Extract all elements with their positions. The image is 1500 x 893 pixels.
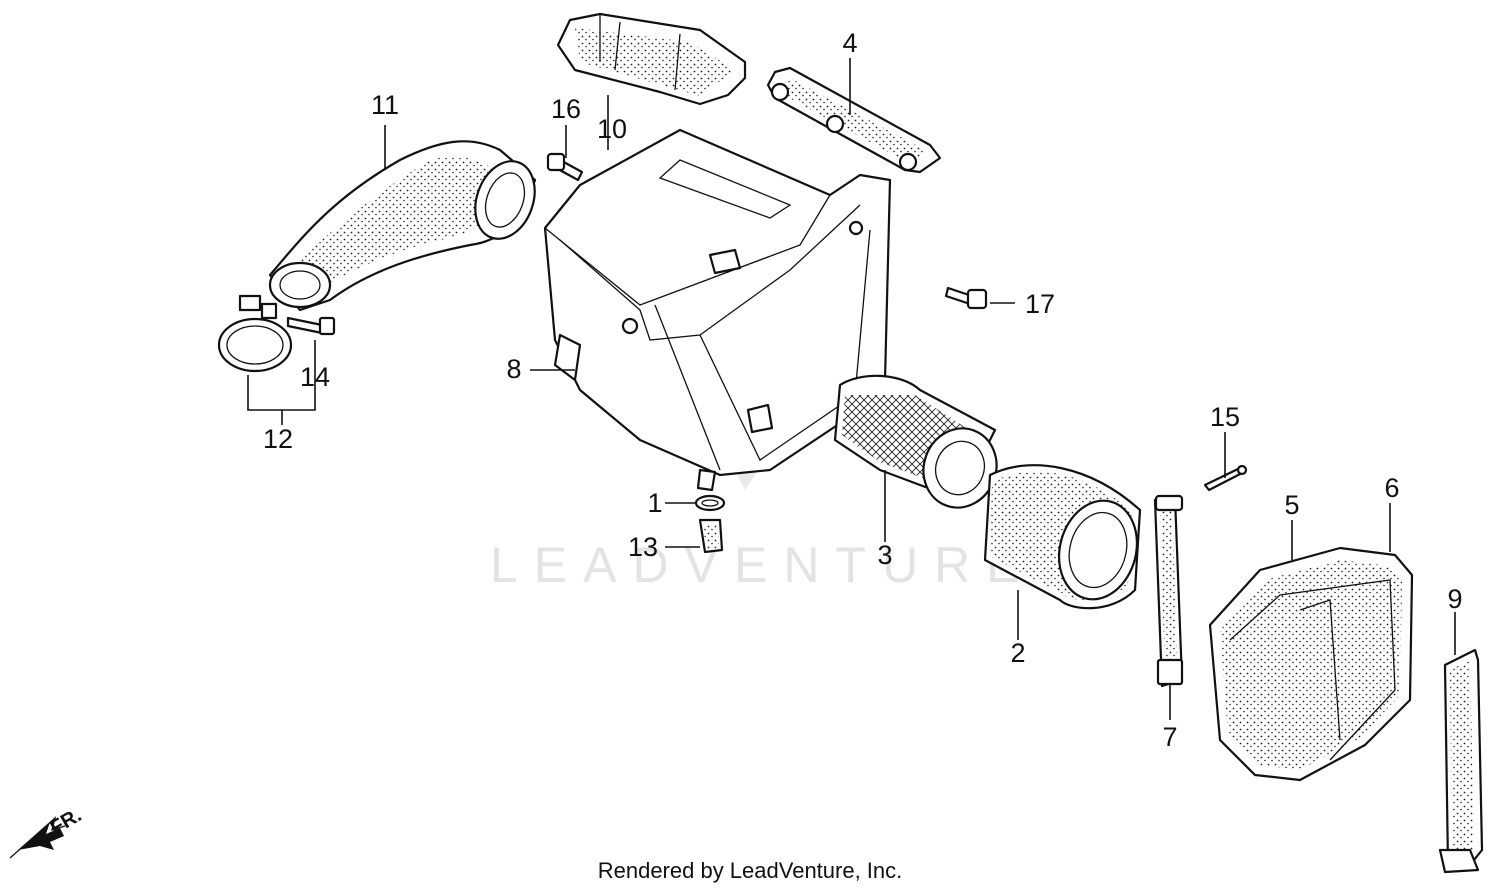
- callout-14: 14: [300, 362, 330, 392]
- callout-7: 7: [1162, 722, 1177, 752]
- part-14-bolt: [286, 316, 336, 336]
- part-16-bolt: [546, 152, 584, 182]
- callout-15: 15: [1210, 402, 1240, 432]
- part-17-bolt: [944, 286, 988, 310]
- part-13-drain: [698, 518, 724, 554]
- part-15-pin: [1203, 464, 1248, 492]
- callout-13: 13: [628, 532, 658, 562]
- callout-2: 2: [1010, 638, 1025, 668]
- callout-labels: 1 2 3 4 5 6 7 8 9 10 11 12 13 14 15 16 1…: [263, 28, 1463, 752]
- callout-4: 4: [842, 28, 857, 58]
- callout-8: 8: [506, 354, 521, 384]
- part-5-6-cover: [1208, 546, 1414, 782]
- callout-16: 16: [551, 94, 581, 124]
- callout-6: 6: [1384, 473, 1399, 503]
- part-8-housing: [543, 128, 892, 492]
- leader-lines: [247, 58, 1456, 720]
- callout-11: 11: [371, 90, 399, 120]
- callout-17: 17: [1025, 289, 1055, 319]
- credit-text: Rendered by LeadVenture, Inc.: [598, 858, 903, 883]
- callout-12: 12: [263, 424, 293, 454]
- part-3-filter-element: [833, 374, 998, 509]
- callout-9: 9: [1447, 584, 1462, 614]
- part-2-foam-sleeve: [983, 464, 1142, 610]
- callout-1: 1: [647, 488, 662, 518]
- callout-5: 5: [1284, 490, 1299, 520]
- part-12-clamp: [217, 294, 293, 373]
- watermark-text: LEADVENTURE: [490, 537, 1036, 593]
- part-4-bracket: [766, 66, 942, 174]
- part-9-strap: [1438, 648, 1484, 874]
- part-1-o-ring: [694, 494, 726, 512]
- part-10-air-duct: [556, 12, 747, 106]
- callout-10: 10: [597, 114, 627, 144]
- part-11-intake-tube: [268, 140, 537, 312]
- part-7-strap: [1153, 494, 1184, 688]
- front-arrow: FR.: [9, 804, 85, 859]
- callout-3: 3: [877, 540, 892, 570]
